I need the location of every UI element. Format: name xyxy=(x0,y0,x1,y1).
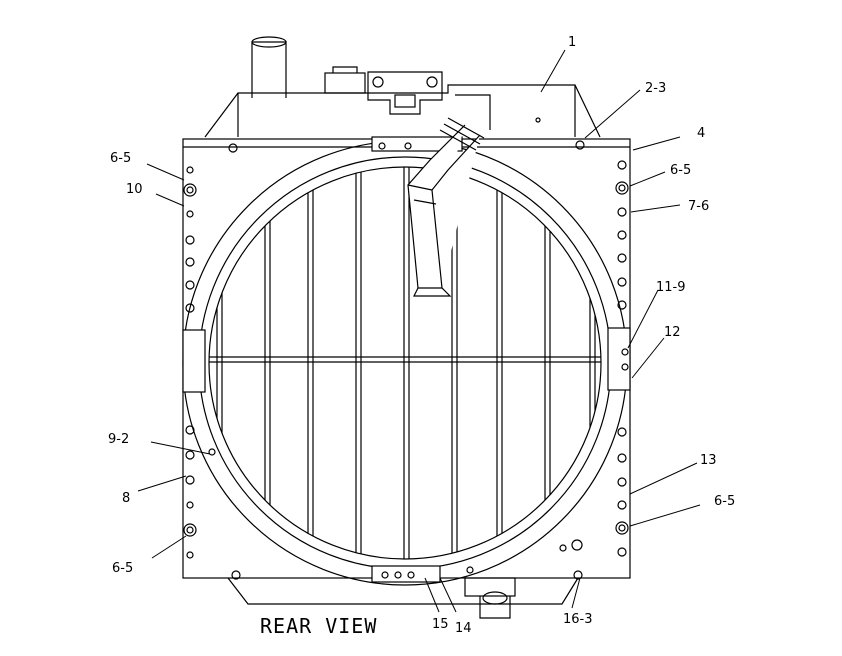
callout-6-5-left-bottom: 6-5 xyxy=(112,561,133,576)
fan-shroud xyxy=(182,140,628,586)
left-bolt-column xyxy=(183,166,197,559)
callout-6-5-left-top: 6-5 xyxy=(110,151,131,166)
callout-1: 1 xyxy=(568,35,576,50)
callout-12: 12 xyxy=(664,325,681,340)
fasteners xyxy=(208,140,629,580)
callout-16-3: 16-3 xyxy=(563,612,593,627)
callout-4: 4 xyxy=(697,126,705,141)
filler-pipe xyxy=(251,36,287,98)
mounting-bracket xyxy=(367,71,443,115)
right-bolt-column xyxy=(615,160,629,557)
view-title: REAR VIEW xyxy=(260,614,377,638)
callout-2-3: 2-3 xyxy=(645,81,666,96)
shroud-brackets xyxy=(182,136,631,583)
callout-15: 15 xyxy=(432,617,449,632)
callout-10: 10 xyxy=(126,182,143,197)
callout-13: 13 xyxy=(700,453,717,468)
bottom-outlet xyxy=(464,577,516,619)
leader-lines xyxy=(137,49,701,613)
callout-6-5-right-top: 6-5 xyxy=(670,163,691,178)
callout-11-9: 11-9 xyxy=(656,280,686,295)
callout-9-2: 9-2 xyxy=(108,432,129,447)
tank-cap xyxy=(324,66,366,94)
coolant-hose xyxy=(407,117,485,297)
callout-14: 14 xyxy=(455,621,472,636)
callout-8: 8 xyxy=(122,491,130,506)
callout-6-5-right-bottom: 6-5 xyxy=(714,494,735,509)
callout-labels: 1 2-3 4 6-5 7-6 6-5 10 11-9 12 9-2 8 13 … xyxy=(108,35,735,636)
bottom-tank xyxy=(227,577,579,605)
radiator-core xyxy=(209,167,601,559)
callout-7-6: 7-6 xyxy=(688,199,709,214)
top-tank xyxy=(204,84,601,138)
